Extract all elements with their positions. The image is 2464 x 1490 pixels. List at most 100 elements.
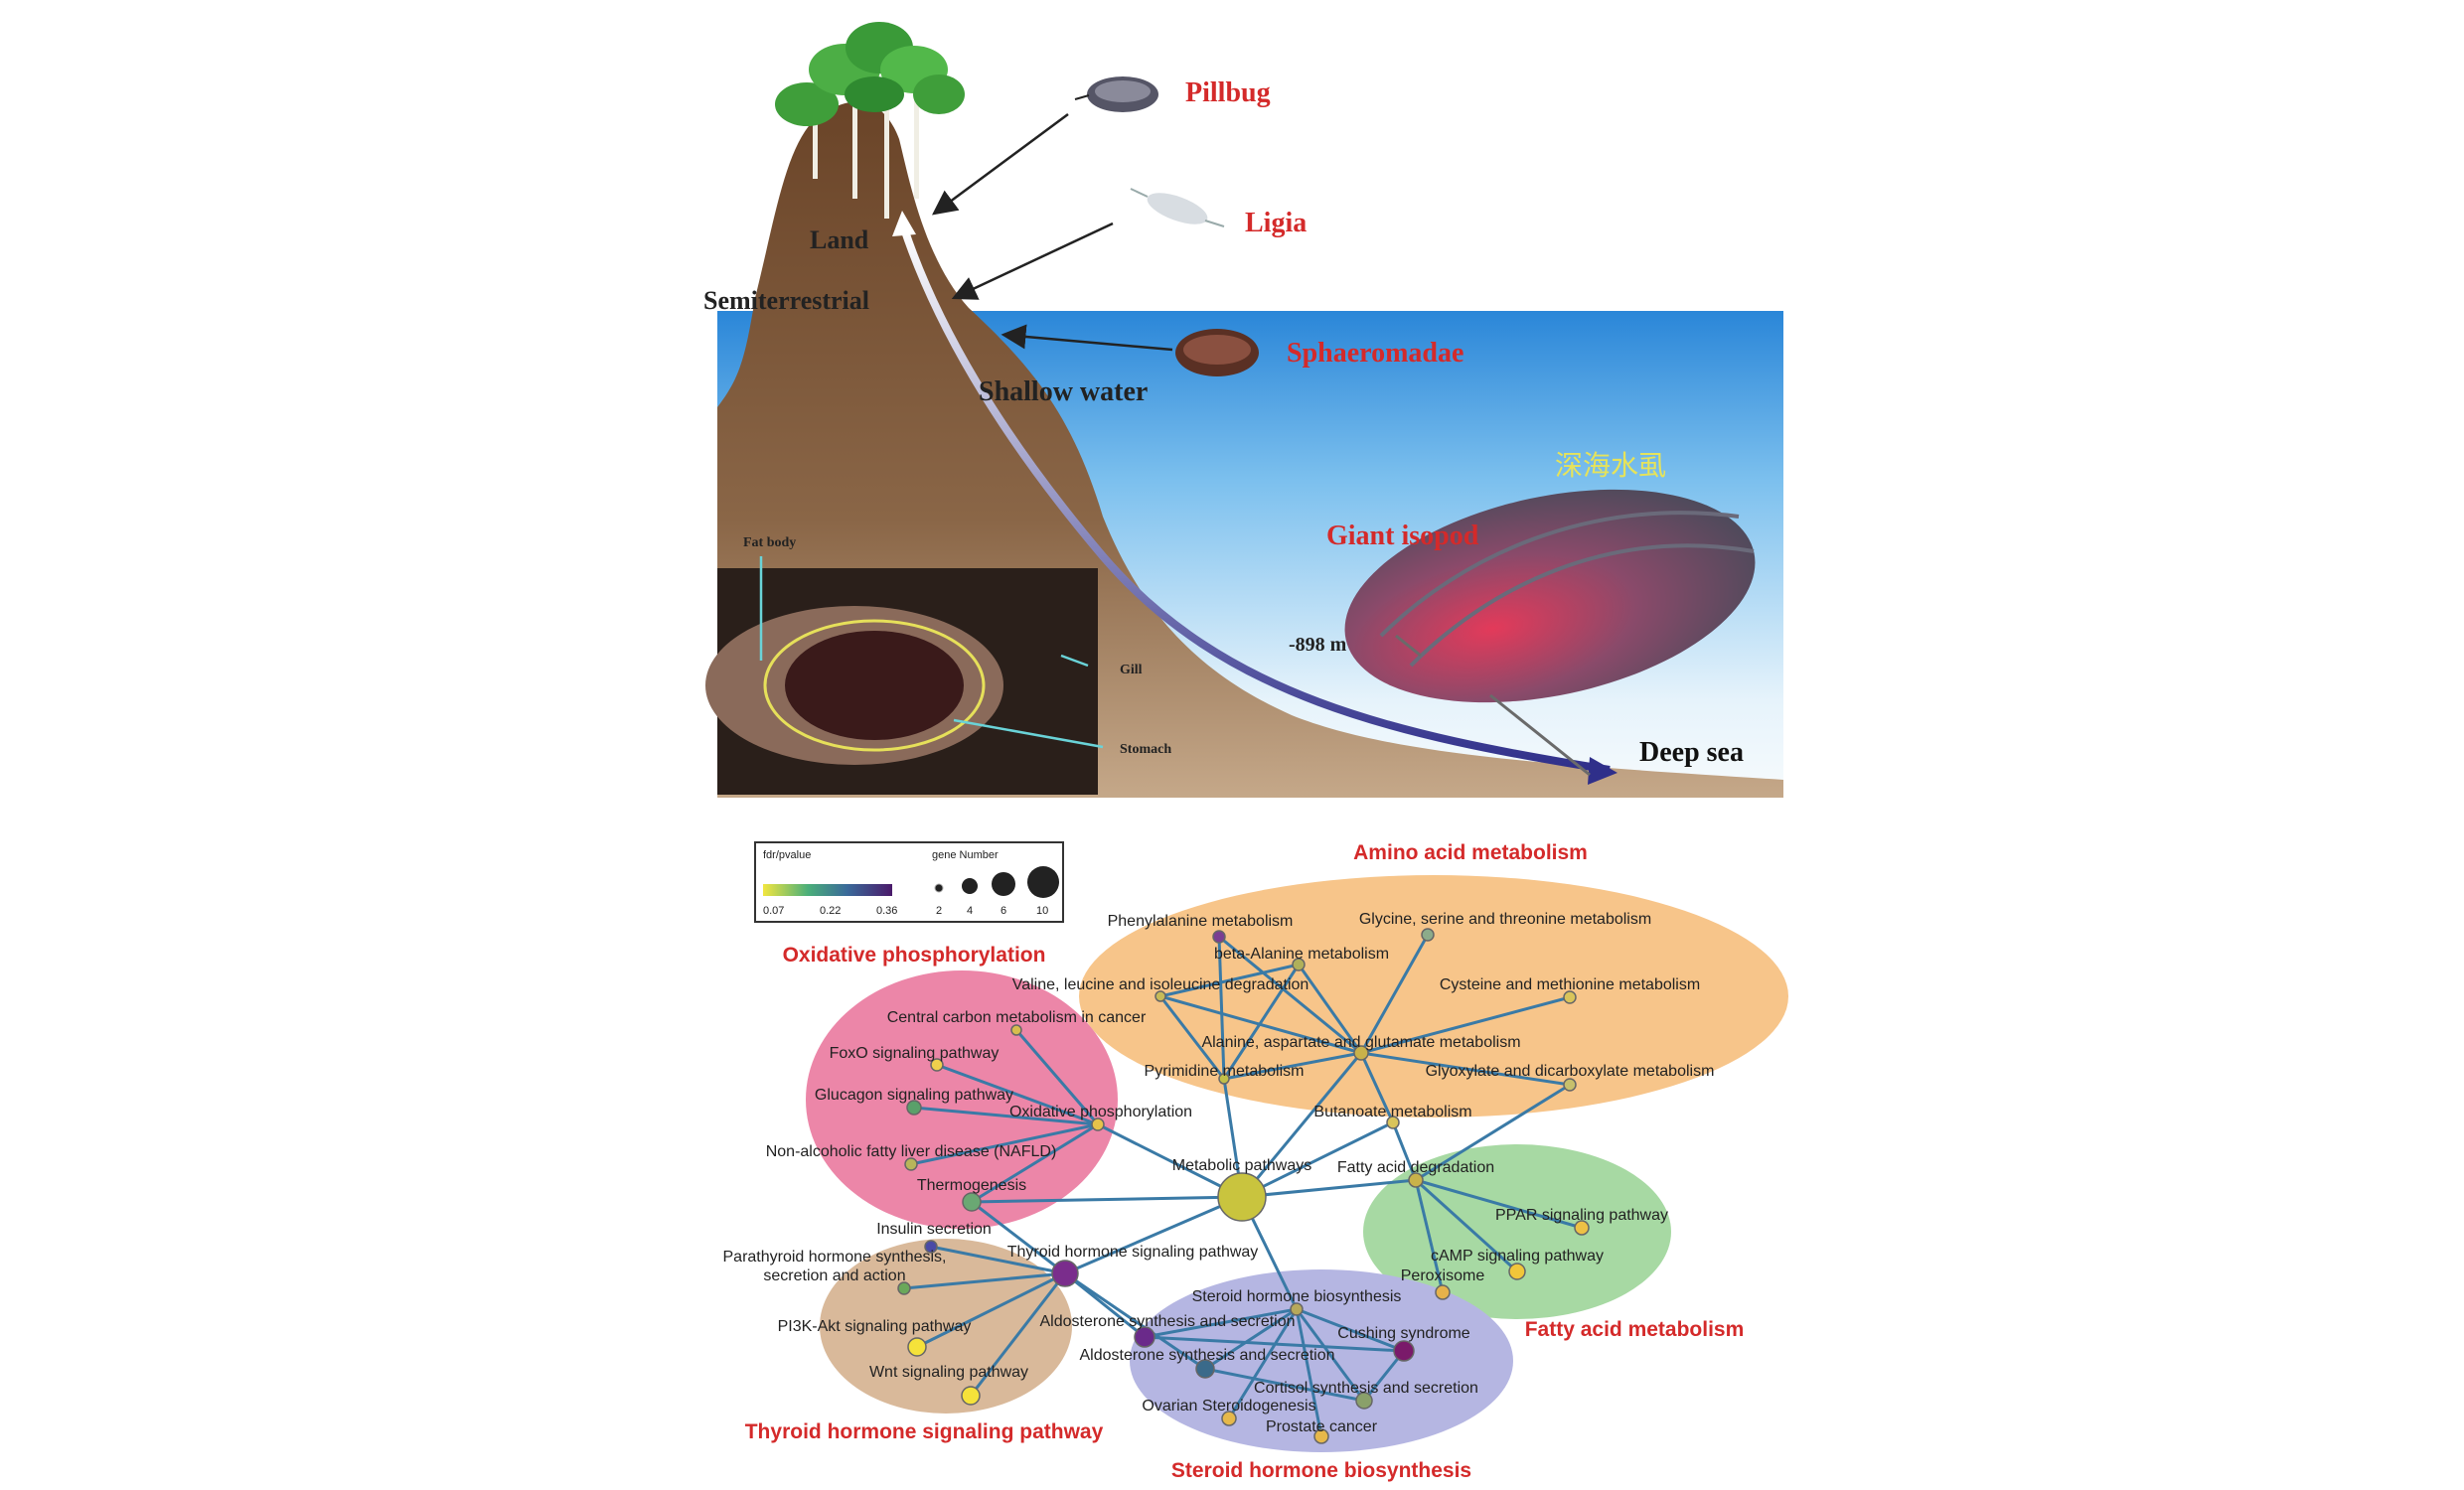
node-aldo1 [1134,1326,1155,1348]
node-label-aldo2: Aldosterone synthesis and secretion [1079,1347,1334,1364]
node-pi3k [907,1337,927,1357]
node-label-steroidbio: Steroid hormone biosynthesis [1192,1288,1402,1305]
node-label-fattydeg: Fatty acid degradation [1337,1159,1494,1176]
giant-isopod-label: Giant isopod [1326,521,1479,551]
anatomy-inset [705,556,1104,795]
node-thermo [962,1192,982,1212]
node-aldo2 [1195,1359,1215,1379]
node-fattydeg [1408,1172,1424,1188]
node-label-glycine: Glycine, serine and threonine metabolism [1359,911,1651,928]
edge [1144,1307,1298,1339]
node-label-pi3k: PI3K-Akt signaling pathway [778,1318,972,1335]
legend-color-bar [763,884,892,896]
ligia-icon [1130,188,1225,227]
edge [1391,1121,1418,1181]
node-label-thermo: Thermogenesis [917,1177,1026,1194]
node-label-layer: Metabolic pathways Oxidative phosphorylat… [723,911,1715,1435]
edge [1223,1051,1362,1081]
edge-layer [903,934,1583,1437]
legend-size-circle [962,878,978,894]
edge [1217,936,1226,1080]
stomach-label: Stomach [1120,742,1171,757]
edge [1240,1052,1363,1198]
node-label-cushing: Cushing syndrome [1337,1325,1470,1342]
edge [971,1200,1066,1275]
shallow-water-label: Shallow water [979,376,1148,407]
migration-arrow [900,226,1611,774]
edge [1297,964,1363,1054]
node-glucagon [906,1100,922,1116]
node-metabolic [1217,1172,1267,1222]
node-foxo [930,1058,944,1072]
node-label-camp: cAMP signaling pathway [1431,1248,1604,1265]
legend-size-tick: 2 [936,905,942,917]
legend-size-circle [992,872,1015,896]
edge [916,1271,1066,1349]
edge [971,1122,1099,1204]
semiterrestrial-label: Semiterrestrial [703,286,869,315]
depth-label: -898 m [1289,634,1347,656]
deep-sea-label: Deep sea [1639,737,1744,768]
node-steroidbio [1290,1302,1304,1316]
edge [1064,1195,1243,1275]
legend-size-tick: 4 [967,905,973,917]
node-label-glyoxylate: Glyoxylate and dicarboxylate metabolism [1426,1063,1715,1080]
edge [1241,1178,1417,1199]
node-label-insulin: Insulin secretion [876,1221,992,1238]
node-cortisol [1355,1392,1373,1410]
legend-size-circle [934,883,944,893]
edge [1204,1367,1365,1403]
node-valine [1155,990,1166,1002]
legend-size-tick: 6 [1001,905,1006,917]
cluster-thyroid [820,1239,1072,1414]
migration-arrowhead-top-icon [892,211,916,236]
node-label-peroxisome: Peroxisome [1401,1267,1485,1284]
node-label-cysteine: Cysteine and methionine metabolism [1440,976,1700,993]
ligia-pointer [951,222,1114,300]
node-label-oxphosnode: Oxidative phosphorylation [1009,1104,1192,1120]
node-glycine [1421,928,1435,942]
node-parathyroid [897,1281,911,1295]
node-label-betaala: beta-Alanine metabolism [1214,946,1389,963]
edge [1360,995,1571,1055]
land-label: Land [810,225,869,254]
node-cushing [1393,1340,1415,1362]
node-label-prostate: Prostate cancer [1266,1418,1378,1435]
cluster-oxphos [806,970,1118,1229]
node-insulin [924,1240,938,1254]
gill-label: Gill [1120,663,1143,677]
edge [971,1195,1243,1204]
sphaeromadae-label: Sphaeromadae [1287,338,1463,369]
node-layer [897,928,1590,1444]
node-wnt [961,1386,981,1406]
node-label-thyroidsig: Thyroid hormone signaling pathway [1007,1244,1259,1261]
legend: fdr/pvalue 0.07 0.22 0.36 gene Number 2 … [754,841,1064,923]
node-ala_asp [1353,1045,1369,1061]
node-label-metabolic: Metabolic pathways [1172,1157,1312,1174]
habitat-panel: Pillbug Ligia Sphaeromadae Giant isopod … [703,22,1783,799]
edge [1241,1120,1394,1199]
node-label-ppar: PPAR signaling pathway [1495,1207,1668,1224]
cluster-label-amino: Amino acid metabolism [1353,841,1588,864]
legend-size-title: gene Number [932,849,999,861]
edge [1144,1335,1405,1353]
node-label-valine: Valine, leucine and isoleucine degradati… [1012,976,1309,993]
edge [1014,1029,1100,1125]
node-pyrimidine [1218,1073,1230,1085]
edge [1218,935,1362,1055]
cluster-amino [1079,875,1788,1118]
node-label-cortisol: Cortisol synthesis and secretion [1254,1380,1478,1397]
network: Metabolic pathways Oxidative phosphorylat… [723,841,1788,1482]
edge [930,1245,1066,1275]
node-peroxisome [1435,1284,1451,1300]
pillbug-pointer [931,112,1069,216]
cluster-label-thyroid: Thyroid hormone signaling pathway [745,1420,1104,1443]
edge [1204,1307,1298,1371]
edge [1360,1051,1571,1087]
chinese-label: 深海水虱 [1555,450,1666,481]
ligia-label: Ligia [1245,208,1307,238]
node-label-wnt: Wnt signaling pathway [869,1364,1028,1381]
node-label-nafld: Non-alcoholic fatty liver disease (NAFLD… [766,1143,1057,1160]
